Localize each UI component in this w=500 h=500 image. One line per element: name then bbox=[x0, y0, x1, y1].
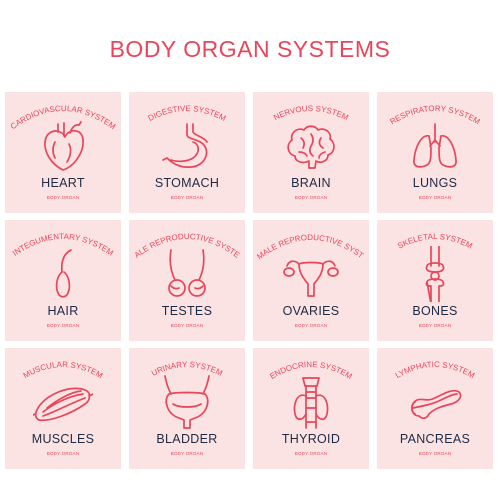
organ-name: LUNGS bbox=[412, 176, 458, 190]
organ-card-thyroid: ENDOCRINE SYSTEM THYROID BODY ORGAN bbox=[253, 348, 369, 469]
organ-name: HAIR bbox=[47, 304, 79, 318]
thyroid-icon bbox=[293, 377, 329, 429]
system-label: FEMALE REPRODUCTIVE SYSTEM bbox=[253, 220, 365, 261]
organ-name: THYROID bbox=[281, 432, 341, 446]
organ-subtitle: BODY ORGAN bbox=[294, 195, 328, 200]
organ-card-brain: NERVOUS SYSTEM BRAIN BODY ORGAN bbox=[253, 92, 369, 213]
organ-subtitle: BODY ORGAN bbox=[170, 195, 204, 200]
bladder-icon bbox=[164, 375, 210, 429]
system-label: URINARY SYSTEM bbox=[150, 360, 224, 378]
organ-name: TESTES bbox=[161, 304, 213, 318]
organ-subtitle: BODY ORGAN bbox=[170, 451, 204, 456]
hair-icon bbox=[55, 249, 72, 298]
organ-name: STOMACH bbox=[154, 176, 220, 190]
organ-card-bones: SKELETAL SYSTEM BONES BODY ORGAN bbox=[377, 220, 493, 341]
organ-name: BLADDER bbox=[156, 432, 218, 446]
organ-subtitle: BODY ORGAN bbox=[170, 323, 204, 328]
system-label: LYMPHATIC SYSTEM bbox=[394, 360, 477, 380]
ovaries-icon bbox=[283, 260, 339, 297]
organ-card-stomach: DIGESTIVE SYSTEM STOMACH BODY ORGAN bbox=[129, 92, 245, 213]
organ-card-pancreas: LYMPHATIC SYSTEM PANCREAS BODY ORGAN bbox=[377, 348, 493, 469]
organ-name: OVARIES bbox=[282, 304, 340, 318]
system-label: ENDOCRINE SYSTEM bbox=[268, 360, 354, 381]
organ-card-heart: CARDIOVASCULAR SYSTEM HEART BODY ORGAN bbox=[5, 92, 121, 213]
system-label: NERVOUS SYSTEM bbox=[272, 104, 350, 122]
organ-subtitle: BODY ORGAN bbox=[418, 195, 452, 200]
organ-subtitle: BODY ORGAN bbox=[418, 451, 452, 456]
organ-subtitle: BODY ORGAN bbox=[46, 323, 80, 328]
organ-subtitle: BODY ORGAN bbox=[418, 323, 452, 328]
organ-subtitle: BODY ORGAN bbox=[294, 323, 328, 328]
brain-icon bbox=[287, 125, 335, 169]
organ-name: PANCREAS bbox=[399, 432, 471, 446]
organ-card-ovaries: FEMALE REPRODUCTIVE SYSTEM OVARIES BODY … bbox=[253, 220, 369, 341]
system-label: INTEGUMENTARY SYSTEM bbox=[11, 232, 115, 258]
system-label: SKELETAL SYSTEM bbox=[396, 232, 474, 251]
pancreas-icon bbox=[411, 389, 462, 420]
muscles-icon bbox=[33, 387, 93, 422]
organ-name: MUSCLES bbox=[31, 432, 95, 446]
system-label: MALE REPRODUCTIVE SYSTEM bbox=[129, 220, 241, 260]
organ-card-testes: MALE REPRODUCTIVE SYSTEM TESTES BODY ORG… bbox=[129, 220, 245, 341]
organ-subtitle: BODY ORGAN bbox=[294, 451, 328, 456]
stomach-icon bbox=[162, 123, 208, 168]
organ-subtitle: BODY ORGAN bbox=[46, 451, 80, 456]
system-label: MUSCULAR SYSTEM bbox=[22, 360, 105, 380]
heart-icon bbox=[44, 121, 84, 171]
system-label: CARDIOVASCULAR SYSTEM bbox=[9, 104, 118, 131]
organ-card-hair: INTEGUMENTARY SYSTEM HAIR BODY ORGAN bbox=[5, 220, 121, 341]
testes-icon bbox=[168, 249, 206, 297]
organ-name: BONES bbox=[412, 304, 458, 318]
system-label: RESPIRATORY SYSTEM bbox=[388, 104, 481, 127]
lungs-icon bbox=[413, 123, 457, 168]
organ-card-lungs: RESPIRATORY SYSTEM LUNGS BODY ORGAN bbox=[377, 92, 493, 213]
organ-subtitle: BODY ORGAN bbox=[46, 195, 80, 200]
organ-card-muscles: MUSCULAR SYSTEM MUSCLES BODY ORGAN bbox=[5, 348, 121, 469]
system-label: DIGESTIVE SYSTEM bbox=[147, 104, 228, 123]
organ-grid: CARDIOVASCULAR SYSTEM HEART BODY ORGAN D… bbox=[5, 92, 495, 478]
organ-name: BRAIN bbox=[291, 176, 331, 190]
organ-name: HEART bbox=[41, 176, 85, 190]
bones-icon bbox=[425, 246, 445, 302]
organ-card-bladder: URINARY SYSTEM BLADDER BODY ORGAN bbox=[129, 348, 245, 469]
page-title: BODY ORGAN SYSTEMS bbox=[109, 36, 391, 62]
